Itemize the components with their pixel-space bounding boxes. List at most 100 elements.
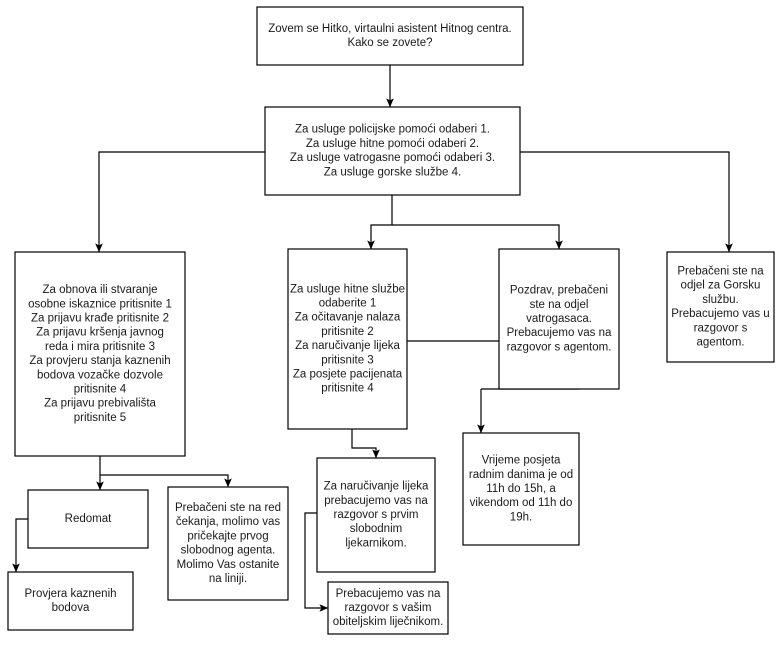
- main-menu-node-line: Za usluge vatrogasne pomoći odaberi 3.: [290, 152, 495, 164]
- family-doctor-transfer-node-label: Prebacujemo vas na razgovor s vašim obitel…: [333, 588, 444, 628]
- waiting-queue-node-line: Molimo Vas ostanite: [177, 559, 280, 571]
- edge-police-to-waiting-queue: [100, 474, 232, 488]
- firefighters-transfer-node[interactable]: Pozdrav, prebačeni ste na odjel vatrogasac…: [498, 248, 620, 390]
- waiting-queue-node-line: slobodnog agenta.: [181, 545, 276, 557]
- police-menu-node[interactable]: Za obnova ili stvaranje osobne iskaznice …: [14, 251, 186, 457]
- queue-ticket-node[interactable]: Redomat: [27, 489, 149, 549]
- visiting-hours-node-line: 11h do 15h, a: [486, 483, 556, 495]
- firefighters-transfer-node-line: razgovor s agentom.: [507, 341, 612, 353]
- mountain-rescue-transfer-node-line: agentom.: [697, 337, 745, 349]
- mountain-rescue-transfer-node-line: Prebačeni ste na: [677, 266, 764, 278]
- pharmacist-transfer-node-label: Za naručivanje lijeka prebacujemo vas na r…: [324, 481, 429, 550]
- police-menu-node-line: Za prijavu krađe pritisnite 2: [31, 313, 169, 325]
- firefighters-transfer-node-box[interactable]: [498, 248, 620, 390]
- visiting-hours-node-label: Vrijeme posjeta radnim danima je od 11h do…: [469, 455, 573, 524]
- police-menu-node-box[interactable]: [14, 251, 186, 457]
- main-menu-node-box[interactable]: [264, 106, 521, 196]
- edge-queue-ticket-to-penalty-points: [12, 518, 28, 573]
- family-doctor-transfer-node-box[interactable]: [327, 581, 449, 635]
- visiting-hours-node[interactable]: Vrijeme posjeta radnim danima je od 11h do…: [462, 432, 580, 546]
- queue-ticket-node-box[interactable]: [27, 489, 149, 549]
- penalty-points-node-line: Provjera kaznenih: [24, 588, 116, 600]
- police-menu-node-line: pritisnite 4: [74, 384, 127, 396]
- police-menu-node-line: pritisnite 5: [74, 412, 126, 424]
- pharmacist-transfer-node-line: ljekarnikom.: [345, 537, 406, 549]
- firefighters-transfer-node-line: ste na odjel: [530, 299, 589, 311]
- visiting-hours-node-line: radnim danima je od: [469, 469, 573, 481]
- queue-ticket-node-label: Redomat: [65, 513, 112, 525]
- police-menu-node-label: Za obnova ili stvaranje osobne iskaznice …: [28, 284, 172, 424]
- main-menu-node-line: Za usluge hitne pomoći odaberi 2.: [306, 138, 479, 150]
- medical-menu-node-box[interactable]: [287, 248, 408, 430]
- visiting-hours-node-box[interactable]: [462, 432, 580, 546]
- police-menu-node-line: Za obnova ili stvaranje: [42, 284, 157, 296]
- police-menu-node-line: Za prijavu kršenja javnog: [36, 327, 164, 339]
- pharmacist-transfer-node-line: prebacujemo vas na: [324, 495, 428, 507]
- penalty-points-node[interactable]: Provjera kaznenih bodova: [7, 571, 134, 631]
- pharmacist-transfer-node-line: slobodnim: [350, 523, 402, 535]
- pharmacist-transfer-node-box[interactable]: [316, 457, 436, 573]
- mountain-rescue-transfer-node-line: Prebacujemo vas u: [671, 308, 769, 320]
- waiting-queue-node-label: Prebačeni ste na red čekanja, molimo vas p…: [175, 502, 281, 585]
- pharmacist-transfer-node-line: Za naručivanje lijeka: [324, 481, 429, 493]
- police-menu-node-line: osobne iskaznice pritisnite 1: [28, 298, 172, 310]
- mountain-rescue-transfer-node-line: razgovor s: [694, 322, 748, 334]
- edge-medical-to-pharmacist: [351, 429, 380, 459]
- penalty-points-node-label: Provjera kaznenih bodova: [24, 588, 116, 614]
- main-menu-node-label: Za usluge policijske pomoći odaberi 1. Za…: [290, 124, 495, 179]
- medical-menu-node-line: Za posjete pacijenata: [293, 369, 403, 381]
- waiting-queue-node[interactable]: Prebačeni ste na red čekanja, molimo vas p…: [167, 486, 289, 601]
- pharmacist-transfer-node[interactable]: Za naručivanje lijeka prebacujemo vas na r…: [316, 457, 436, 573]
- main-menu-node-line: Za usluge gorske službe 4.: [324, 166, 461, 178]
- police-menu-node-line: bodova vozačke dozvole: [37, 369, 163, 381]
- medical-menu-node-line: Za usluge hitne službe: [290, 283, 405, 295]
- family-doctor-transfer-node-line: obiteljskim liječnikom.: [333, 616, 444, 628]
- waiting-queue-node-line: čekanja, molimo vas: [176, 516, 280, 528]
- firefighters-transfer-node-line: vatrogasaca.: [526, 313, 592, 325]
- greeting-node-line: Zovem se Hitko, virtaulni asistent Hitno…: [268, 23, 512, 35]
- police-menu-node-line: reda i mira pritisnite 3: [45, 341, 155, 353]
- waiting-queue-node-line: Prebačeni ste na red: [175, 502, 281, 514]
- medical-menu-node-line: pritisnite 3: [321, 354, 373, 366]
- main-menu-node[interactable]: Za usluge policijske pomoći odaberi 1. Za…: [264, 106, 521, 196]
- greeting-node-line: Kako se zovete?: [347, 37, 432, 49]
- medical-menu-node-line: pritisnite 2: [321, 326, 373, 338]
- waiting-queue-node-line: na liniji.: [209, 573, 247, 585]
- queue-ticket-node-line: Redomat: [65, 513, 112, 525]
- family-doctor-transfer-node[interactable]: Prebacujemo vas na razgovor s vašim obitel…: [327, 581, 449, 635]
- nodes-layer: Zovem se Hitko, virtaulni asistent Hitno…: [7, 6, 775, 635]
- edge-menu-to-mountain-rescue: [520, 151, 733, 253]
- visiting-hours-node-line: 19h.: [510, 511, 532, 523]
- medical-menu-node-line: pritisnite 4: [321, 383, 374, 395]
- edge-menu-to-firefighters: [392, 224, 563, 250]
- penalty-points-node-line: bodova: [52, 602, 90, 614]
- pharmacist-transfer-node-line: razgovor s prvim: [334, 509, 419, 521]
- penalty-points-node-box[interactable]: [7, 571, 134, 631]
- mountain-rescue-transfer-node-box[interactable]: [666, 251, 775, 363]
- waiting-queue-node-box[interactable]: [167, 486, 289, 601]
- edges-layer: [12, 65, 733, 612]
- edge-menu-to-medical: [367, 195, 393, 250]
- waiting-queue-node-line: pričekajte prvog: [187, 530, 268, 542]
- police-menu-node-line: Za provjeru stanja kaznenih: [29, 355, 170, 367]
- greeting-node-box[interactable]: [256, 6, 524, 66]
- main-menu-node-line: Za usluge policijske pomoći odaberi 1.: [295, 124, 490, 136]
- medical-menu-node-line: Za očitavanje nalaza: [295, 312, 401, 324]
- edge-pharmacist-to-family-doctor: [304, 512, 329, 612]
- firefighters-transfer-node-line: Prebacujemo vas na: [507, 327, 612, 339]
- family-doctor-transfer-node-line: Prebacujemo vas na: [336, 588, 441, 600]
- firefighters-transfer-node-label: Pozdrav, prebačeni ste na odjel vatrogasac…: [507, 285, 612, 354]
- family-doctor-transfer-node-line: razgovor s vašim: [345, 602, 432, 614]
- mountain-rescue-transfer-node-line: odjel za Gorsku: [681, 280, 761, 292]
- firefighters-transfer-node-line: Pozdrav, prebačeni: [510, 285, 608, 297]
- visiting-hours-node-line: Vrijeme posjeta: [482, 455, 561, 467]
- greeting-node[interactable]: Zovem se Hitko, virtaulni asistent Hitno…: [256, 6, 524, 66]
- greeting-node-label: Zovem se Hitko, virtaulni asistent Hitno…: [268, 23, 512, 49]
- medical-menu-node-line: Za naručivanje lijeka: [295, 340, 400, 352]
